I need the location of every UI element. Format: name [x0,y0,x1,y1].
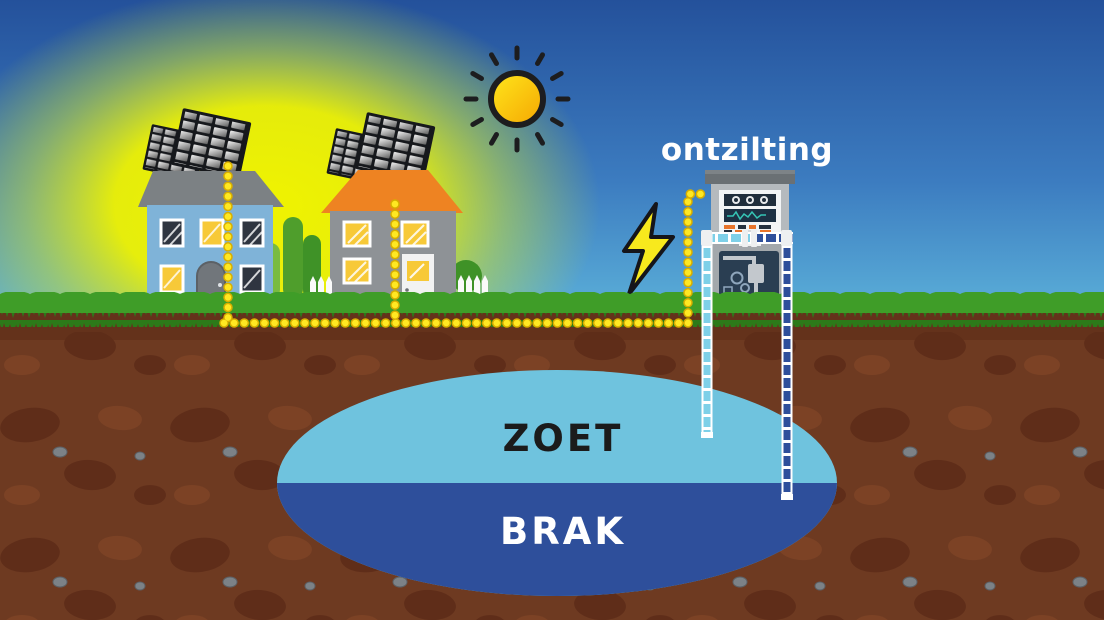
door-knob [405,288,409,292]
pump-valve [748,264,764,283]
grass-bumps [0,292,1104,301]
pipe-flanges [701,229,792,247]
aquifer: ZOET BRAK [277,370,837,596]
house-left [138,108,284,306]
window-reflections [163,223,263,289]
pipes [701,229,793,500]
power-cable [219,161,715,328]
sun-rays [463,45,571,153]
cable-dots [220,162,714,327]
door-knob [218,283,222,287]
label-brak: BRAK [500,510,626,553]
internal-pipe [723,256,756,266]
gear-icon [730,271,744,285]
bush-left [303,235,321,299]
gauge-dials [732,196,768,204]
label-ontzilting: ontzilting [661,132,833,168]
grass-fringe [0,311,1104,327]
window-reflections [347,224,427,283]
label-zoet: ZOET [503,417,624,460]
roof-left-house [138,171,284,207]
unit-cap-highlight [705,170,795,174]
sun-disc [488,70,546,128]
tree-tall [283,217,303,299]
brackish-water-layer [277,483,837,596]
roof-right-house [321,170,463,213]
waveform-line [727,210,766,221]
sun-icon [463,45,571,153]
